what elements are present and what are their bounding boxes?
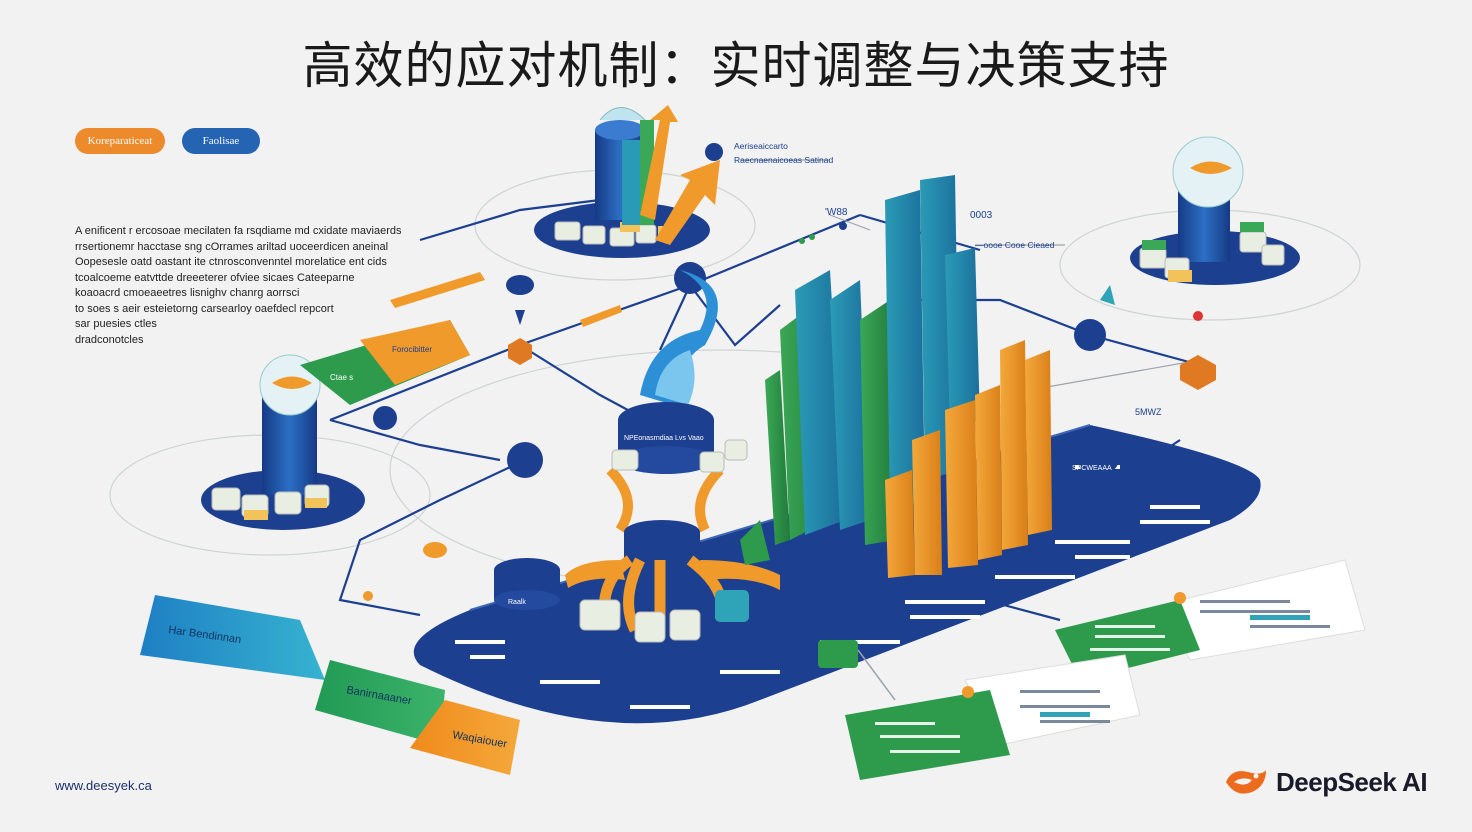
tower-label: NPEonasrndiaa Lvs Vaao [624,435,704,442]
callout-text: 0003 [970,210,993,221]
tower-label: Raalk [508,599,526,606]
bar-city [740,175,1052,578]
banner-green [315,660,445,745]
network-nodes [363,222,1216,601]
intro-line: dradconotcles [75,333,144,346]
intro-line: tcoalcoeme eatvttde dreeeterer ofviee si… [75,271,355,284]
intro-line: to soes s aeir esteietorng carsearloy oa… [75,302,334,315]
banner-blue [140,595,325,680]
deepseek-logo-icon [1226,770,1266,794]
intro-line: sar puesies ctles [75,318,157,330]
callout-text: —oooe Cooe Cieaed [975,240,1055,250]
arrow-label: Forocibitter [392,345,432,354]
arrow-label: Ctae s [330,373,353,382]
intro-line: rrsertionemr hacctase sng cOrrames arilt… [75,240,389,253]
info-cards [845,559,1366,780]
intro-line: Oopesesle oatd oastant ite ctnrosconvenn… [75,256,387,268]
callout-text: Raecnaenaicoeas Satinad [734,155,834,165]
banner-orange [410,700,520,775]
intro-text: A enificent r ercosoae mecilaten fa rsqd… [75,224,455,348]
brand-name: DeepSeek AI [1276,766,1428,797]
page-title: 高效的应对机制：实时调整与决策支持 [302,37,1170,95]
callout-text: 'W88 [825,207,848,218]
tag-blue[interactable]: Faolisae [182,128,260,154]
platform-label: SPCWEAAA [1072,465,1112,472]
footer-url[interactable]: www.deesyek.ca [55,778,152,793]
tag-orange[interactable]: Koreparaticeat [75,128,165,154]
callout-text: Aeriseaiccarto [734,141,788,151]
bar-label: 5MWZ [1135,407,1162,417]
brand-logo: DeepSeek AI [1222,764,1428,800]
thin-lines [740,159,1201,391]
intro-line: A enificent r ercosoae mecilaten fa rsqd… [75,225,402,237]
intro-line: koaoacrd cmoeaeetres lisnighv chanrg aor… [75,287,300,299]
